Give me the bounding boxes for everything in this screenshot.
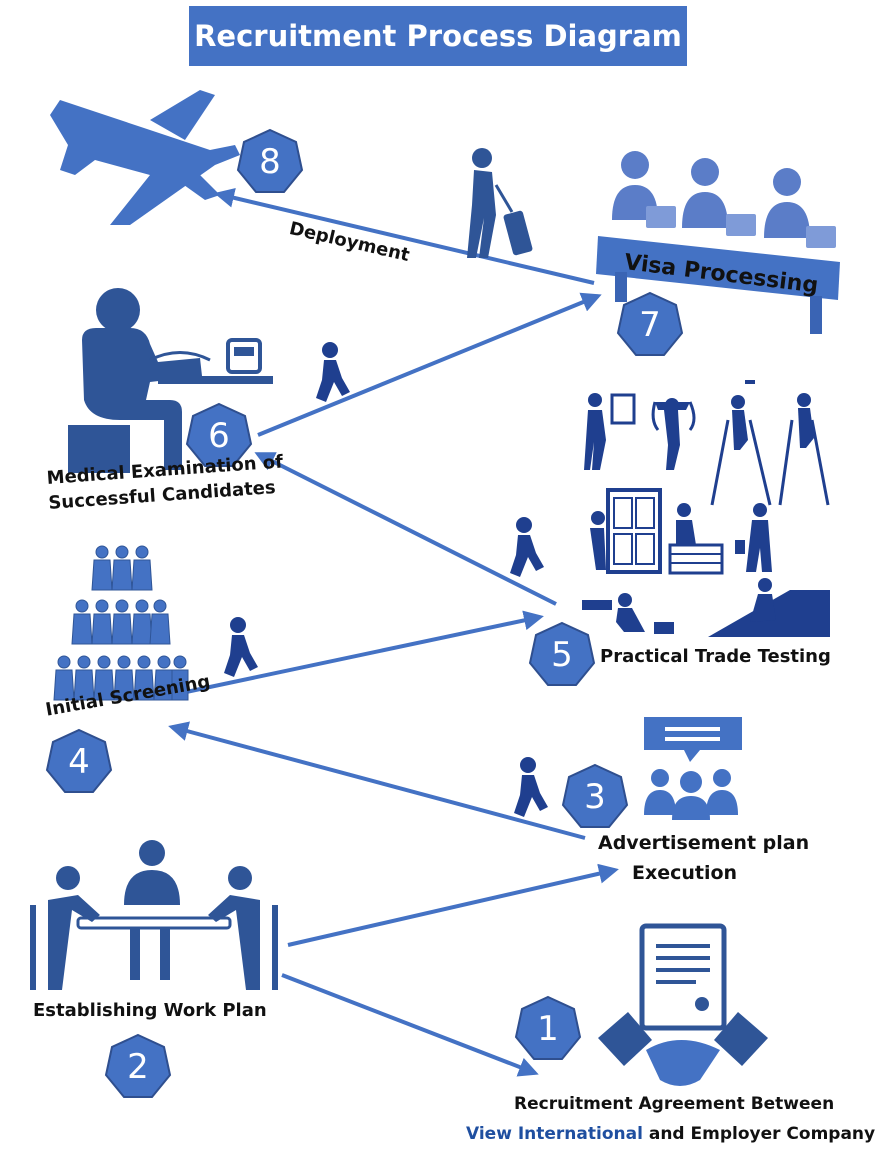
crowd-icon	[53, 545, 189, 701]
company-brand-name: View International	[466, 1124, 643, 1144]
walking-person-icon	[514, 757, 548, 817]
badge-shape	[561, 763, 629, 828]
step-number-5: 5	[551, 635, 573, 675]
badge-shape	[236, 128, 304, 193]
badge-shape	[185, 402, 253, 467]
traveler-icon	[467, 148, 533, 258]
step-badge-1	[514, 995, 582, 1060]
step-badge-8	[236, 128, 304, 193]
walking-person-icon	[510, 517, 544, 577]
arrow-4-to-5	[171, 610, 544, 697]
handshake-contract-icon	[598, 923, 768, 1086]
step-badge-5	[528, 621, 596, 686]
arrow-2-to-3	[287, 863, 619, 947]
step-badge-2	[104, 1033, 172, 1098]
step-number-2: 2	[127, 1047, 149, 1087]
step-label-3-line1: Advertisement plan	[598, 832, 810, 854]
step-label-1-rest: and Employer Company	[648, 1124, 876, 1144]
airplane-icon	[50, 90, 240, 225]
step-number-6: 6	[208, 416, 230, 456]
step-badge-6	[185, 402, 253, 467]
arrow-6-to-7	[257, 292, 602, 437]
walking-person-icon	[224, 617, 258, 677]
step-number-1: 1	[537, 1009, 559, 1049]
visa-desk-icon	[596, 151, 840, 334]
step-badge-7	[616, 291, 684, 356]
step-label-1-line1: Recruitment Agreement Between	[514, 1094, 835, 1114]
arrow-5-to-6	[254, 452, 557, 606]
trade-workers-icon	[582, 380, 830, 637]
step-label-1-line2: View International and Employer Company	[466, 1124, 875, 1144]
step-label-2: Establishing Work Plan	[33, 1000, 267, 1021]
connectors	[168, 187, 619, 1077]
badge-shape	[514, 995, 582, 1060]
walking-person-icon	[316, 342, 350, 402]
step-badge-4	[45, 728, 113, 793]
chat-audience-icon	[644, 717, 742, 820]
medical-exam-icon	[68, 288, 273, 473]
step-label-3-line2: Execution	[632, 862, 738, 884]
badge-shape	[616, 291, 684, 356]
diagram-title: Recruitment Process Diagram	[189, 6, 687, 66]
step-number-4: 4	[68, 742, 90, 782]
badge-shape	[104, 1033, 172, 1098]
arrow-3-to-4	[168, 721, 586, 840]
step-number-3: 3	[584, 777, 606, 817]
arrow-7-to-8	[214, 187, 595, 285]
arrow-2-to-1	[281, 973, 539, 1077]
step-badge-3	[561, 763, 629, 828]
step-number-8: 8	[259, 142, 281, 182]
badge-shape	[528, 621, 596, 686]
meeting-table-icon	[30, 840, 278, 990]
step-label-5: Practical Trade Testing	[600, 646, 831, 667]
badge-shape	[45, 728, 113, 793]
step-number-7: 7	[639, 305, 661, 345]
